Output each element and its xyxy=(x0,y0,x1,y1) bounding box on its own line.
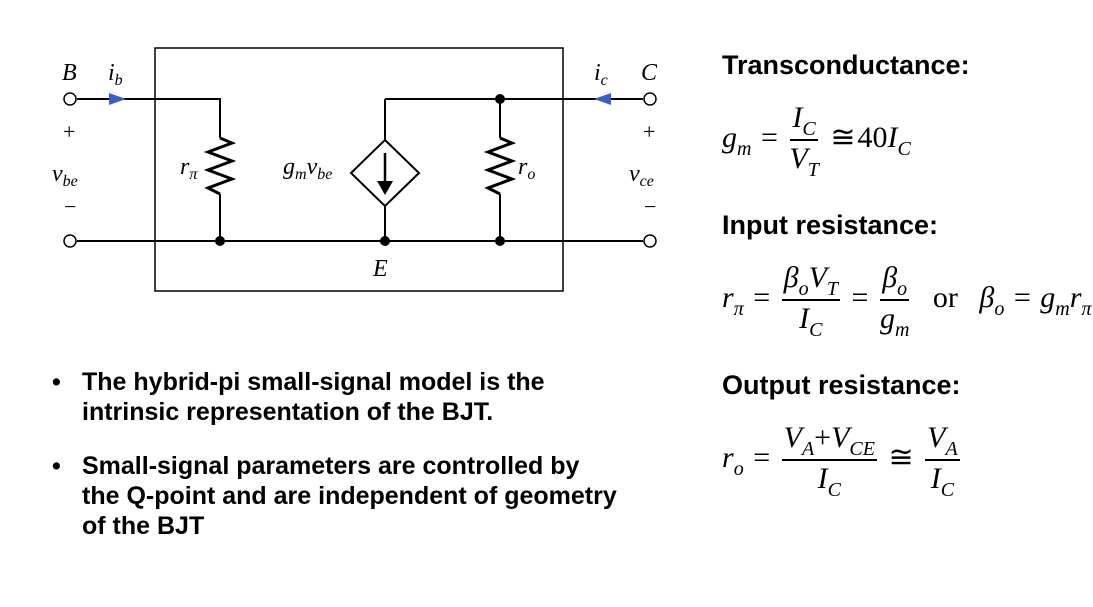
ro-equation: ro = VA+VCE IC ≅ VA IC xyxy=(722,421,960,501)
ic-label: ic xyxy=(594,60,608,89)
terminal-b xyxy=(63,92,77,106)
ic-arrow-icon xyxy=(594,93,611,105)
bullet-text: The hybrid-pi small-signal model is the … xyxy=(82,368,545,426)
bullet-marker: • xyxy=(52,368,61,396)
terminal-c xyxy=(643,92,657,106)
bullet-item: • The hybrid-pi small-signal model is th… xyxy=(52,367,622,427)
bullet-item: • Small-signal parameters are controlled… xyxy=(52,451,622,541)
ib-arrow-icon xyxy=(109,93,126,105)
transconductance-heading: Transconductance: xyxy=(722,50,970,80)
junction-dot xyxy=(380,236,390,246)
r-pi-resistor xyxy=(203,136,237,196)
hybrid-pi-circuit-diagram: B ib ic C + vbe − + vce − rπ ro gmvbe E xyxy=(52,47,658,292)
r-pi-label: rπ xyxy=(180,154,198,183)
vbe-label: vbe xyxy=(52,161,78,190)
model-boundary-box xyxy=(154,47,564,292)
input-resistance-heading: Input resistance: xyxy=(722,210,939,240)
junction-dot xyxy=(215,236,225,246)
gm-vbe-label: gmvbe xyxy=(283,154,332,183)
rpi-equation: rπ = βoVT IC = βo gm or βo = gmrπ xyxy=(722,261,1092,342)
node-e-label: E xyxy=(372,256,388,282)
junction-dot xyxy=(495,236,505,246)
bullet-text: Small-signal parameters are controlled b… xyxy=(82,452,617,540)
terminal-e-left xyxy=(63,234,77,248)
vce-minus-sign: − xyxy=(644,194,656,219)
vbe-minus-sign: − xyxy=(64,194,76,219)
node-c-label: C xyxy=(641,60,658,86)
node-b-label: B xyxy=(62,60,77,86)
bullet-marker: • xyxy=(52,452,61,480)
vce-label: vce xyxy=(629,161,654,190)
gm-equation: gm = IC VT ≅40IC xyxy=(722,101,911,182)
r-o-label: ro xyxy=(518,154,535,183)
r-o-resistor xyxy=(483,136,517,196)
junction-dot xyxy=(495,94,505,104)
terminal-e-right xyxy=(643,234,657,248)
ib-label: ib xyxy=(108,60,123,89)
vbe-plus-sign: + xyxy=(63,119,75,144)
output-resistance-heading: Output resistance: xyxy=(722,370,961,400)
source-arrow-head xyxy=(377,181,393,195)
bullet-list: • The hybrid-pi small-signal model is th… xyxy=(52,367,622,541)
vce-plus-sign: + xyxy=(643,119,655,144)
base-wire xyxy=(77,98,221,138)
